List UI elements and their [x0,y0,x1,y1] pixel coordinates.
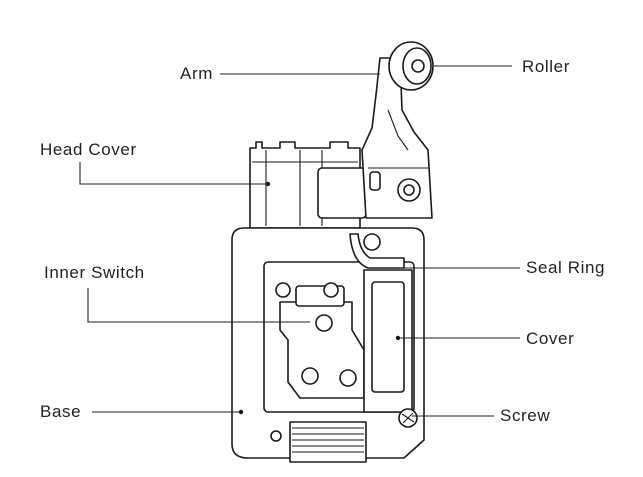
label-cover: Cover [526,329,574,348]
cover-part [363,269,413,413]
label-screw: Screw [500,406,550,425]
inner-switch-part [275,282,365,399]
head-cover-part [249,141,367,229]
label-seal-ring: Seal Ring [526,258,605,277]
seal-ring-part [349,233,405,269]
screw-part [398,408,418,428]
head-cover-leader [79,162,268,185]
inner-switch-leader [87,288,310,323]
threaded-conduit-part [289,421,367,463]
label-arm: Arm [180,64,213,83]
label-inner-switch: Inner Switch [44,263,145,282]
label-head-cover: Head Cover [40,140,137,159]
roller-part [388,41,434,91]
label-base: Base [40,402,81,421]
arm-part [361,57,433,219]
label-roller: Roller [522,57,570,76]
leader-lines [79,65,520,417]
